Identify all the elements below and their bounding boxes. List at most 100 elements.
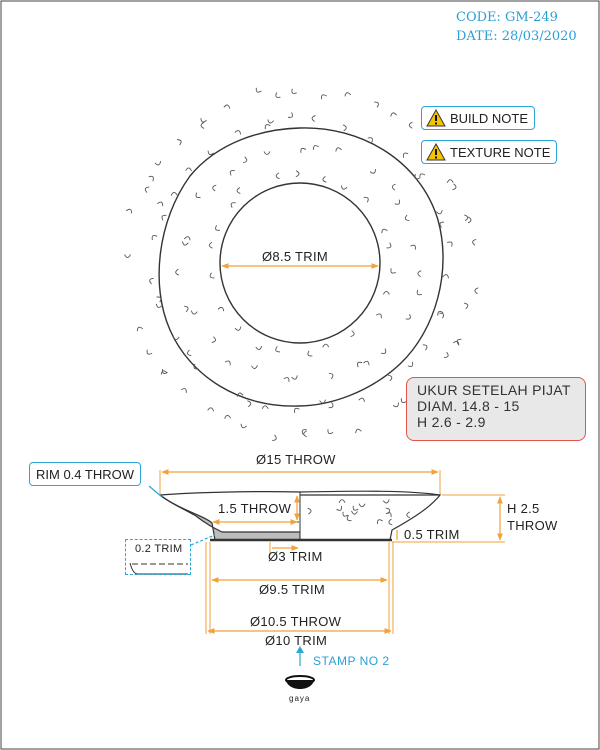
texture-mark bbox=[230, 202, 236, 208]
texture-mark bbox=[350, 330, 355, 337]
texture-mark bbox=[447, 241, 453, 247]
texture-mark bbox=[375, 313, 382, 319]
foot-inner-label: Ø3 TRIM bbox=[268, 549, 323, 564]
texture-mark bbox=[251, 365, 258, 369]
section-left-wall bbox=[159, 494, 301, 541]
texture-mark bbox=[357, 361, 363, 368]
texture-mark bbox=[443, 351, 449, 358]
texture-mark bbox=[439, 221, 445, 228]
foot-base-label: Ø9.5 TRIM bbox=[259, 582, 326, 597]
texture-mark bbox=[154, 160, 162, 166]
texture-mark bbox=[381, 228, 388, 234]
texture-mark bbox=[234, 130, 242, 135]
rim-leader bbox=[148, 485, 163, 498]
texture-mark bbox=[320, 94, 327, 100]
texture-mark bbox=[386, 242, 392, 249]
texture-mark bbox=[176, 139, 182, 146]
texture-mark bbox=[255, 87, 262, 93]
texture-mark bbox=[247, 400, 252, 408]
texture-mark bbox=[381, 348, 387, 354]
texture-mark bbox=[351, 510, 358, 515]
texture-mark bbox=[406, 511, 411, 519]
texture-mark bbox=[464, 214, 469, 222]
texture-mark bbox=[217, 306, 225, 312]
code-label: CODE: GM-249 bbox=[456, 10, 558, 25]
texture-mark bbox=[261, 405, 269, 410]
texture-mark bbox=[151, 235, 158, 241]
texture-mark bbox=[327, 429, 334, 435]
height-label: H 2.5 bbox=[507, 501, 540, 516]
texture-mark bbox=[200, 118, 207, 123]
texture-mark bbox=[363, 196, 369, 203]
texture-mark bbox=[369, 169, 376, 174]
texture-mark bbox=[275, 172, 280, 180]
texture-mark bbox=[156, 296, 162, 303]
texture-mark bbox=[392, 402, 399, 408]
texture-mark bbox=[187, 349, 192, 357]
texture-mark bbox=[404, 214, 410, 222]
texture-mark bbox=[402, 152, 409, 158]
texture-mark bbox=[223, 104, 231, 109]
texture-mark bbox=[355, 428, 362, 434]
texture-mark bbox=[190, 310, 198, 315]
texture-mark bbox=[209, 272, 215, 279]
build-note-button[interactable]: BUILD NOTE bbox=[421, 106, 536, 130]
texture-mark bbox=[212, 184, 217, 192]
texture-mark bbox=[170, 191, 178, 196]
texture-mark bbox=[388, 518, 393, 526]
texture-mark bbox=[200, 122, 205, 129]
texture-mark bbox=[287, 112, 293, 118]
texture-mark bbox=[307, 507, 312, 515]
texture-mark bbox=[234, 326, 242, 331]
texture-mark bbox=[295, 170, 300, 178]
texture-mark bbox=[463, 302, 469, 310]
texture-mark bbox=[442, 274, 450, 279]
texture-mark bbox=[283, 377, 290, 382]
texture-mark bbox=[319, 399, 326, 404]
texture-mark bbox=[385, 512, 392, 518]
texture-mark bbox=[336, 505, 343, 511]
texture-mark bbox=[180, 388, 187, 393]
texture-mark bbox=[301, 429, 307, 435]
texture-mark bbox=[382, 290, 390, 295]
texture-mark bbox=[207, 407, 215, 412]
inner-diameter-label: Ø8.5 TRIM bbox=[262, 249, 329, 264]
texture-note-button[interactable]: TEXTURE NOTE bbox=[421, 140, 558, 164]
stamp-label: STAMP NO 2 bbox=[313, 654, 390, 668]
texture-mark bbox=[155, 303, 163, 308]
texture-mark bbox=[390, 268, 396, 274]
height-label-unit: THROW bbox=[507, 518, 558, 533]
texture-mark bbox=[467, 216, 472, 224]
texture-mark bbox=[184, 305, 189, 313]
texture-mark bbox=[437, 310, 444, 316]
texture-mark bbox=[272, 434, 277, 441]
texture-mark bbox=[374, 101, 379, 108]
texture-mark bbox=[236, 392, 244, 397]
texture-mark bbox=[146, 349, 153, 355]
texture-mark bbox=[185, 167, 192, 172]
base-trim-label: Ø10 TRIM bbox=[265, 633, 328, 648]
overall-diameter-label: Ø15 THROW bbox=[256, 452, 336, 467]
texture-mark bbox=[307, 350, 313, 357]
texture-mark bbox=[474, 287, 479, 295]
texture-mark bbox=[148, 175, 154, 182]
date-label: DATE: 28/03/2020 bbox=[456, 29, 577, 44]
texture-mark bbox=[149, 277, 154, 285]
texture-mark bbox=[193, 363, 199, 370]
texture-mark bbox=[303, 430, 307, 438]
texture-mark bbox=[394, 199, 401, 205]
texture-mark bbox=[358, 503, 366, 508]
texture-mark bbox=[340, 185, 348, 190]
texture-mark bbox=[322, 343, 330, 348]
texture-mark bbox=[264, 124, 271, 130]
texture-mark bbox=[229, 170, 235, 176]
texture-mark bbox=[344, 92, 352, 97]
texture-mark bbox=[291, 375, 298, 380]
detail-leader bbox=[190, 534, 216, 546]
texture-mark bbox=[358, 397, 365, 402]
texture-mark bbox=[436, 210, 443, 215]
texture-mark bbox=[405, 314, 411, 320]
texture-mark bbox=[390, 112, 397, 117]
texture-mark bbox=[328, 372, 334, 380]
